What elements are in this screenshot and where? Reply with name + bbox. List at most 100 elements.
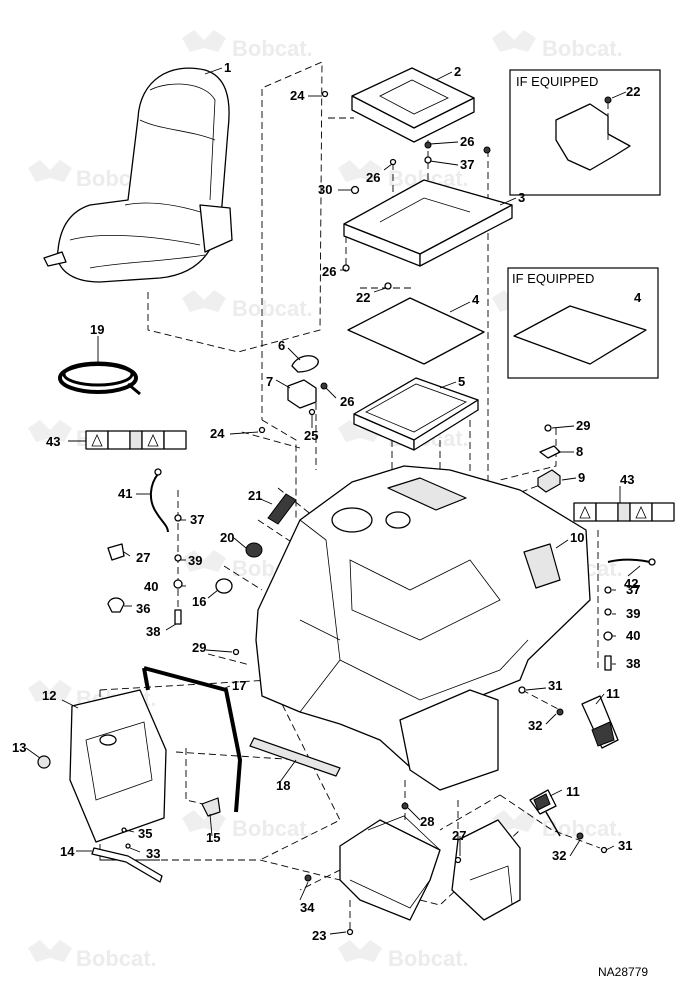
- callout-22b: 22: [356, 290, 370, 305]
- vent-part[interactable]: [267, 493, 297, 525]
- strap-part[interactable]: [91, 847, 163, 883]
- optional-pad-part[interactable]: [513, 305, 647, 365]
- callout-25: 25: [304, 428, 318, 443]
- watermark-13: Bobcat.: [182, 810, 313, 841]
- callout-23: 23: [312, 928, 326, 943]
- latch-part[interactable]: [201, 797, 221, 817]
- cable-right-part[interactable]: [607, 558, 656, 566]
- callout-39b: 39: [626, 606, 640, 621]
- callout-42: 42: [624, 576, 638, 591]
- knob-part[interactable]: [291, 355, 319, 373]
- watermark-5: Bobcat.: [182, 290, 313, 321]
- callout-29a: 29: [576, 418, 590, 433]
- callout-33: 33: [146, 846, 160, 861]
- callout-24a: 24: [290, 88, 305, 103]
- hose-coil-part[interactable]: [58, 361, 141, 396]
- decal-right-part[interactable]: [573, 502, 675, 522]
- box-label-2: IF EQUIPPED: [512, 271, 594, 286]
- seat-part[interactable]: [43, 67, 233, 283]
- callout-12: 12: [42, 688, 56, 703]
- callout-27a: 27: [136, 550, 150, 565]
- misc-fasteners[interactable]: [121, 90, 608, 936]
- callout-31a: 31: [548, 678, 562, 693]
- plug-part[interactable]: [215, 578, 233, 594]
- callout-4a: 4: [472, 292, 480, 307]
- callout-40a: 40: [144, 579, 158, 594]
- seat-pan-part[interactable]: [343, 179, 513, 267]
- connector-part[interactable]: [537, 469, 561, 493]
- callout-41: 41: [118, 486, 132, 501]
- callout-28: 28: [420, 814, 434, 829]
- clip-part[interactable]: [539, 445, 561, 459]
- pad-part[interactable]: [347, 297, 485, 365]
- callout-18: 18: [276, 778, 290, 793]
- callout-21: 21: [248, 488, 262, 503]
- if-equipped-box-1: IF EQUIPPED: [509, 69, 661, 196]
- callout-24b: 24: [210, 426, 225, 441]
- callout-27b: 27: [452, 828, 466, 843]
- latch-knob-part[interactable]: [37, 755, 51, 769]
- floor-pan-left-part[interactable]: [339, 815, 441, 921]
- callout-39a: 39: [188, 553, 202, 568]
- callout-26c: 26: [322, 264, 336, 279]
- callout-35: 35: [138, 826, 152, 841]
- fasteners-right[interactable]: [603, 586, 613, 671]
- callout-7: 7: [266, 374, 273, 389]
- callout-38a: 38: [146, 624, 160, 639]
- callout-31b: 31: [618, 838, 632, 853]
- callout-43b: 43: [620, 472, 634, 487]
- box-label-1: IF EQUIPPED: [516, 74, 598, 89]
- callout-19: 19: [90, 322, 104, 337]
- callout-26b: 26: [366, 170, 380, 185]
- svg-text:Bobcat.: Bobcat.: [388, 946, 469, 971]
- grommet-part[interactable]: [245, 542, 263, 558]
- callout-37b: 37: [190, 512, 204, 527]
- callout-17: 17: [232, 678, 246, 693]
- callout-11b: 11: [566, 784, 580, 799]
- callout-15: 15: [206, 830, 220, 845]
- cable-left-part[interactable]: [150, 468, 169, 533]
- seal-part[interactable]: [142, 666, 243, 813]
- callout-5: 5: [458, 374, 465, 389]
- floor-pan-right-part[interactable]: [451, 819, 521, 921]
- door-panel-part[interactable]: [69, 689, 167, 843]
- cab-tub-part[interactable]: [255, 465, 591, 791]
- callout-1: 1: [224, 60, 231, 75]
- trim-bar-part[interactable]: [249, 737, 341, 777]
- callout-11a: 11: [606, 686, 620, 701]
- callout-29b: 29: [192, 640, 206, 655]
- callout-36: 36: [136, 601, 150, 616]
- watermark-15: Bobcat.: [28, 940, 157, 971]
- svg-text:Bobcat.: Bobcat.: [542, 36, 623, 61]
- fasteners-left[interactable]: [107, 514, 183, 625]
- callout-14: 14: [60, 844, 75, 859]
- callout-40b: 40: [626, 628, 640, 643]
- decal-left-part[interactable]: [85, 430, 187, 450]
- leader-lines: [25, 67, 641, 935]
- seatbelt-upper-part[interactable]: [581, 695, 619, 749]
- bracket-part[interactable]: [287, 379, 317, 409]
- svg-text:Bobcat.: Bobcat.: [232, 296, 313, 321]
- svg-text:Bobcat.: Bobcat.: [76, 946, 157, 971]
- callout-26d: 26: [340, 394, 354, 409]
- top-plate-part[interactable]: [351, 67, 475, 143]
- callout-6: 6: [278, 338, 285, 353]
- callout-34: 34: [300, 900, 315, 915]
- if-equipped-box-2: IF EQUIPPED: [507, 267, 659, 379]
- callout-22a: 22: [626, 84, 640, 99]
- seat-frame-part[interactable]: [353, 377, 479, 451]
- callout-4b: 4: [634, 290, 642, 305]
- callout-13: 13: [12, 740, 26, 755]
- callout-37c: 37: [626, 582, 640, 597]
- callout-32b: 32: [552, 848, 566, 863]
- callout-26a: 26: [460, 134, 474, 149]
- callout-3: 3: [518, 190, 525, 205]
- callout-16: 16: [192, 594, 206, 609]
- watermark-1: Bobcat.: [182, 30, 313, 61]
- svg-text:Bobcat.: Bobcat.: [232, 816, 313, 841]
- seatbelt-lower-part[interactable]: [529, 789, 561, 837]
- optional-cover-part[interactable]: [555, 103, 631, 171]
- callout-labels: 1 2 24 22 26 37 30 26 3 26 22 4 4 19 6 7…: [12, 60, 642, 943]
- callout-8: 8: [576, 444, 583, 459]
